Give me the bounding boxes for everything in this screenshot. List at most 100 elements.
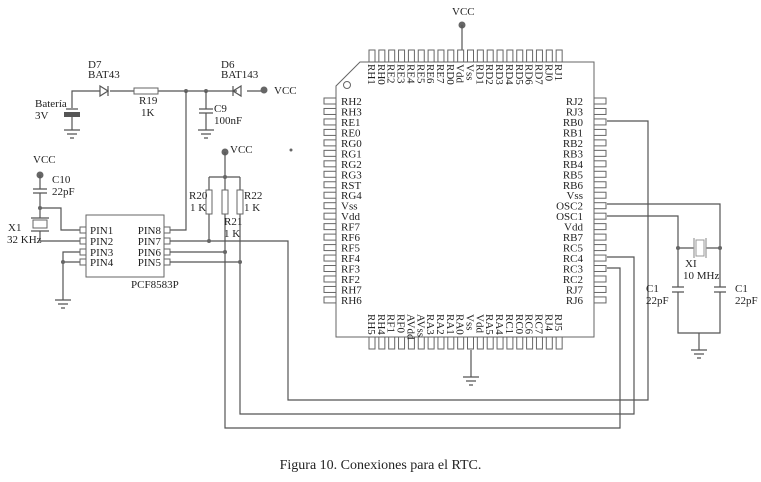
mcu-pin-label: RE4 xyxy=(404,64,416,84)
c10-value: 22pF xyxy=(52,186,75,198)
resistor-r21-icon xyxy=(221,189,229,215)
mcu-pin-label: Vdd xyxy=(454,64,466,83)
mcu-pin-label: RB0 xyxy=(563,117,584,129)
mcu-pin-label: RJ5 xyxy=(552,314,564,332)
rtc-pin-square xyxy=(163,248,171,256)
mcu-pin-label: RG3 xyxy=(341,169,362,181)
mcu-pin xyxy=(417,336,425,350)
mcu-pin xyxy=(545,49,553,63)
battery-icon xyxy=(64,112,80,117)
mcu-pin xyxy=(476,336,484,350)
vcc-label-3: VCC xyxy=(33,154,56,166)
mcu-pin xyxy=(457,336,465,350)
battery-value: 3V xyxy=(35,110,49,122)
mcu-pin xyxy=(593,181,607,189)
r20-value: 1 K xyxy=(190,202,206,214)
mcu-pin-label: RD3 xyxy=(493,64,505,85)
mcu-pin xyxy=(368,336,376,350)
mcu-pin xyxy=(526,49,534,63)
mcu-pin xyxy=(593,170,607,178)
mcu-pin-label: RA1 xyxy=(444,314,456,335)
mcu-pin-label: RB7 xyxy=(563,232,584,244)
mcu-pin xyxy=(457,49,465,63)
mcu-pin-label: RF1 xyxy=(385,314,397,333)
c9-value: 100nF xyxy=(214,115,242,127)
rtc-pin-square xyxy=(163,258,171,266)
mcu-pin xyxy=(496,49,504,63)
mcu-pin xyxy=(467,49,474,63)
mcu-pin xyxy=(593,128,607,136)
rtc-pin-label: PIN8 xyxy=(138,225,162,237)
d6-label: D6 xyxy=(221,59,235,71)
mcu-pin xyxy=(437,336,445,350)
rtc-pin-label: PIN3 xyxy=(90,247,114,259)
mcu-pin xyxy=(323,191,337,199)
r19-value: 1K xyxy=(141,107,155,119)
mcu-pin-label: RF6 xyxy=(341,232,360,244)
r22-value: 1 K xyxy=(244,202,260,214)
mcu-pin xyxy=(545,336,553,350)
mcu-pin xyxy=(323,97,337,105)
mcu-pin-label: RH0 xyxy=(375,64,387,85)
rtc-chip: VCC C10 22pF X1 32 KHz PCF8583P PIN1PIN2… xyxy=(7,120,649,401)
mcu-pin-label: RF0 xyxy=(395,314,407,333)
mcu-body xyxy=(335,61,595,338)
mcu-pin-label: RA4 xyxy=(493,314,505,335)
mcu-pin-label: RJ7 xyxy=(566,284,584,296)
mcu-pin-label: RE1 xyxy=(341,117,361,129)
rtc-pin-label: PIN6 xyxy=(138,247,162,259)
mcu-pin xyxy=(593,118,607,126)
r20-label: R20 xyxy=(189,190,208,202)
mcu-pin xyxy=(378,336,386,350)
mcu-pin xyxy=(447,49,455,63)
mcu-pin xyxy=(323,139,337,147)
mcu-pin xyxy=(593,160,607,168)
resistor-r19-icon xyxy=(133,87,159,95)
diode-d7-icon xyxy=(99,84,110,98)
x1-value: 32 KHz xyxy=(7,234,42,246)
mcu-pin-label: RJ6 xyxy=(566,295,584,307)
rtc-pin-label: PIN1 xyxy=(90,225,113,237)
rtc-pin-square xyxy=(79,226,87,234)
mcu-pin xyxy=(378,49,386,63)
mcu-pin-label: RB5 xyxy=(563,169,584,181)
mcu-pin-label: RB3 xyxy=(563,148,584,160)
mcu-pin xyxy=(486,336,494,350)
mcu-pin-label: RA0 xyxy=(454,314,466,335)
mcu-pin xyxy=(593,275,607,283)
mcu-pin xyxy=(555,336,563,350)
mcu-pin-label: RC3 xyxy=(563,264,584,276)
xi-value: 10 MHz xyxy=(683,270,719,282)
mcu-pin xyxy=(407,49,415,63)
pullup-resistors: VCC R20 1 K R22 1 K R21 1 K xyxy=(189,144,635,429)
c1-left-value: 22pF xyxy=(646,295,669,307)
mcu-pin xyxy=(323,223,337,231)
mcu-pin-label: RE0 xyxy=(341,127,361,139)
mcu-pin-label: RB4 xyxy=(563,159,584,171)
mcu-pin xyxy=(323,285,337,293)
mcu-pin-label: Vss xyxy=(464,64,476,81)
mcu-pin xyxy=(593,244,607,252)
vcc-label-1: VCC xyxy=(274,85,297,97)
mcu-pin-label: RE3 xyxy=(395,64,407,84)
mcu-pin-label: RJ1 xyxy=(552,64,564,81)
rtc-pin-square xyxy=(163,237,171,245)
r19-label: R19 xyxy=(139,95,158,107)
xi-label: XI xyxy=(685,258,697,270)
mcu-pin xyxy=(368,49,376,63)
mcu-pin-label: RJ2 xyxy=(566,96,583,108)
mcu-pin-label: RH1 xyxy=(365,64,377,85)
mcu-pin-label: RF2 xyxy=(341,274,360,286)
microcontroller: VCC RH1RH0RE2RE3RE4RE5RE6RE7RD0VddVssRD1… xyxy=(323,6,607,386)
figure-caption: Figura 10. Conexiones para el RTC. xyxy=(279,458,482,473)
mcu-pin-label: RH2 xyxy=(341,96,362,108)
mcu-pin-label: RB6 xyxy=(563,180,584,192)
mcu-pin xyxy=(417,49,425,63)
d7-label: D7 xyxy=(88,59,102,71)
mcu-pin-label: RC2 xyxy=(563,274,583,286)
mcu-pin-label: AVss xyxy=(414,314,426,337)
diode-d6-icon xyxy=(231,84,242,98)
mcu-pin xyxy=(323,233,337,241)
main-oscillator: XI 10 MHz C1 22pF C1 22pF xyxy=(607,203,758,359)
mcu-pin-label: RG4 xyxy=(341,190,362,202)
